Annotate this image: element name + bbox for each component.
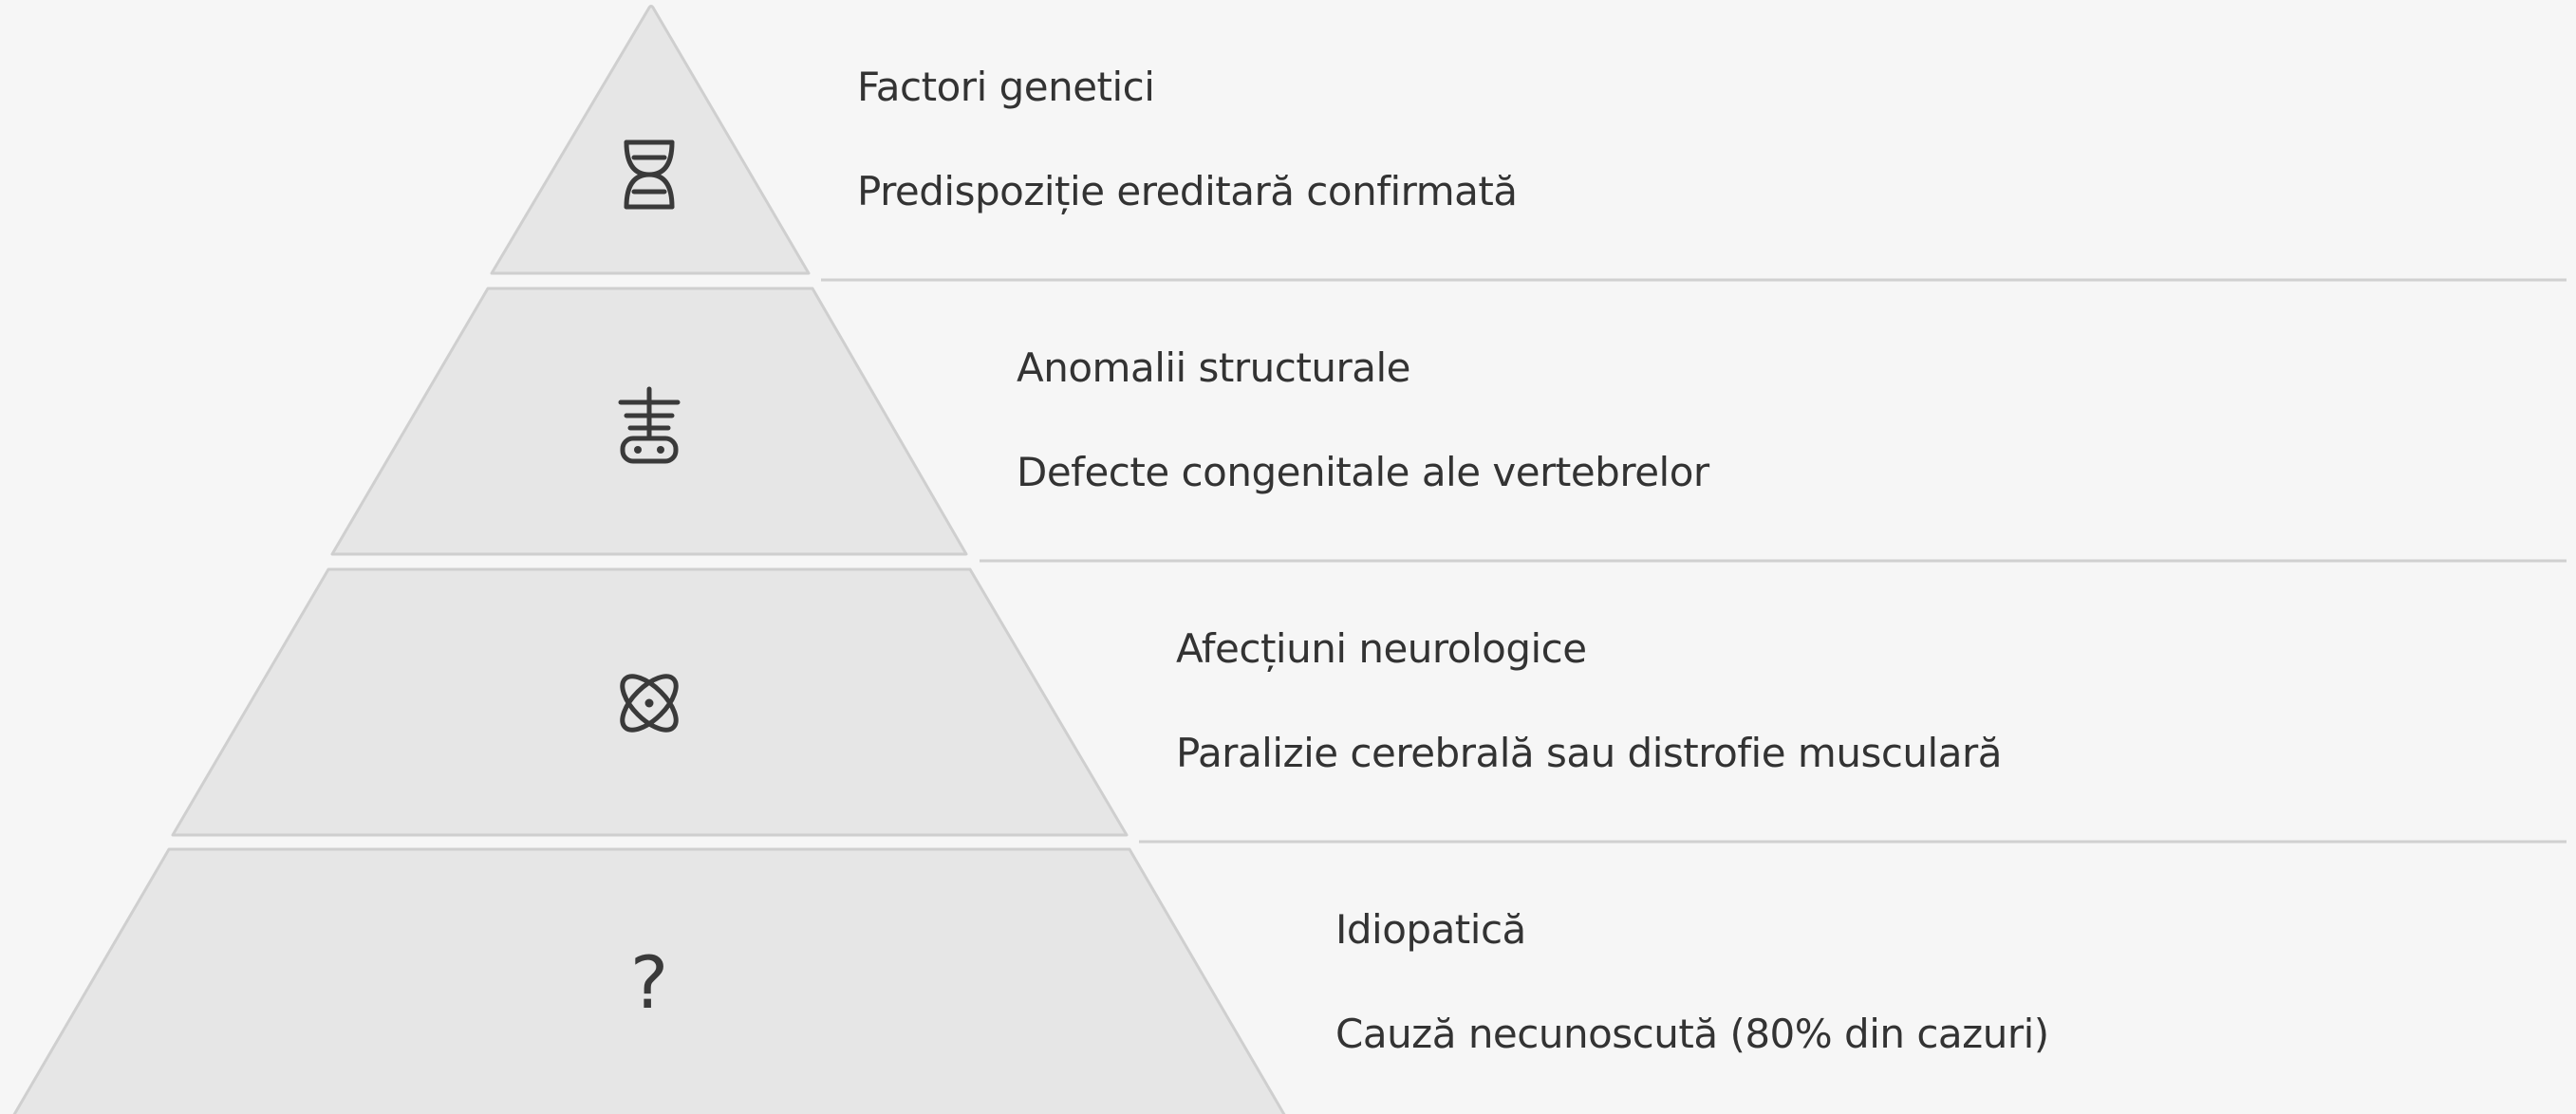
tier-1-description: Predispoziție ereditară confirmată bbox=[857, 168, 1518, 214]
tier-4-title: Idiopatică bbox=[1335, 906, 1526, 953]
dna-icon bbox=[624, 139, 675, 210]
tier-1-title: Factori genetici bbox=[857, 64, 1155, 110]
tier-2-description: Defecte congenitale ale vertebrelor bbox=[1017, 449, 1709, 495]
question-icon: ? bbox=[630, 940, 668, 1025]
tier-3-description: Paralizie cerebrală sau distrofie muscul… bbox=[1176, 730, 2002, 776]
tier-4-description: Cauză necunoscută (80% din cazuri) bbox=[1335, 1011, 2049, 1057]
pyramid-tier-1 bbox=[490, 5, 811, 275]
spine-icon bbox=[618, 386, 681, 464]
tier-4-shape bbox=[12, 847, 1286, 1114]
pyramid-tier-3 bbox=[171, 567, 1129, 837]
tier-1-shape bbox=[490, 5, 811, 275]
tier-3-title: Afecțiuni neurologice bbox=[1176, 625, 1587, 672]
pyramid-tier-4: ? bbox=[12, 847, 1286, 1114]
tier-2-title: Anomalii structurale bbox=[1017, 344, 1410, 391]
atom-icon bbox=[620, 674, 679, 733]
pyramid-tier-2 bbox=[330, 287, 968, 556]
